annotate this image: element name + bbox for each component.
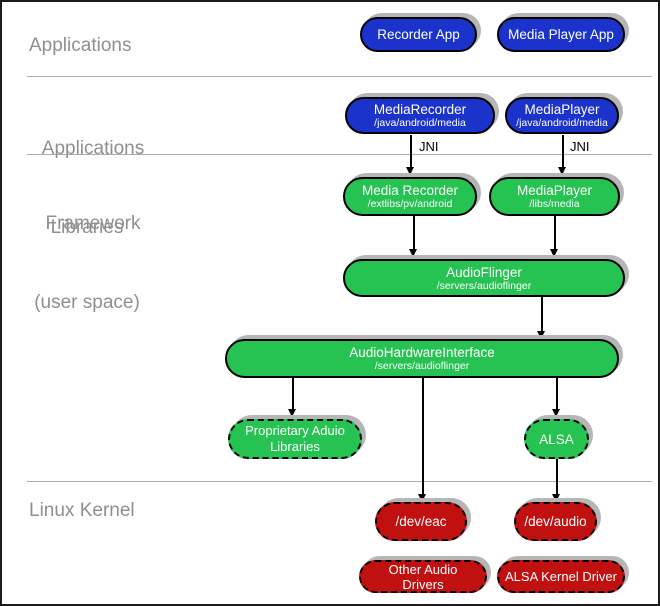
arrow-line-ahi-to-alsa bbox=[556, 378, 558, 410]
section-label-line: Applications bbox=[41, 138, 145, 159]
node-subtitle: /servers/audioflinger bbox=[374, 360, 470, 372]
section-label-line: Framework bbox=[45, 213, 141, 234]
arrowhead-down-icon bbox=[406, 167, 414, 175]
node-alsa: ALSA bbox=[524, 419, 589, 459]
node-media-player-app: Media Player App bbox=[497, 17, 625, 52]
node-subtitle: /java/android/media bbox=[516, 117, 608, 129]
node-title: Proprietary Aduio Libraries bbox=[245, 423, 345, 454]
arrowhead-down-icon bbox=[418, 494, 426, 502]
node-other-audio-drivers: Other Audio Drivers bbox=[359, 560, 487, 593]
node-title: /dev/eac bbox=[395, 514, 447, 529]
arrowhead-down-icon bbox=[552, 494, 560, 502]
section-label-libraries: Libraries (user space) bbox=[27, 165, 147, 365]
node-subtitle: /extlibs/pv/android bbox=[367, 198, 453, 210]
node-dev-eac: /dev/eac bbox=[375, 502, 467, 541]
node-recorder-app: Recorder App bbox=[360, 17, 477, 52]
node-subtitle: /servers/audioflinger bbox=[436, 279, 532, 292]
separator-framework-libraries bbox=[27, 154, 652, 155]
arrowhead-down-icon bbox=[409, 249, 417, 257]
node-title: AudioFlinger bbox=[446, 264, 522, 280]
node-title: ALSA Kernel Driver bbox=[505, 569, 617, 584]
arrowhead-down-icon bbox=[288, 409, 296, 417]
arrow-line-alsa-to-dev-audio bbox=[556, 459, 558, 495]
node-title: Media Recorder bbox=[361, 183, 459, 198]
jni-label-left: JNI bbox=[419, 139, 439, 154]
node-title: Media Player App bbox=[508, 27, 614, 42]
arrow-line-player-to-audioflinger bbox=[554, 216, 556, 250]
node-proprietary-audio-libraries: Proprietary Aduio Libraries bbox=[228, 419, 362, 459]
section-label-line: (user space) bbox=[34, 292, 140, 313]
node-title: Recorder App bbox=[377, 27, 460, 42]
node-audio-hardware-interface: AudioHardwareInterface /servers/audiofli… bbox=[225, 339, 619, 378]
node-alsa-kernel-driver: ALSA Kernel Driver bbox=[497, 560, 625, 593]
node-title: ALSA bbox=[539, 431, 574, 447]
arrow-line-jni-left bbox=[410, 135, 412, 168]
arrowhead-down-icon bbox=[550, 249, 558, 257]
node-title: MediaRecorder bbox=[373, 102, 467, 117]
section-label-linux-kernel: Linux Kernel bbox=[29, 500, 135, 521]
section-label-line: Libraries bbox=[50, 217, 124, 238]
node-mediarecorder-framework: MediaRecorder /java/android/media bbox=[345, 97, 495, 134]
separator-applications-framework bbox=[27, 76, 652, 77]
jni-label-right: JNI bbox=[570, 139, 590, 154]
arrowhead-down-icon bbox=[558, 167, 566, 175]
node-title: /dev/audio bbox=[524, 514, 587, 529]
node-dev-audio: /dev/audio bbox=[514, 502, 597, 541]
section-label-applications: Applications bbox=[29, 35, 132, 56]
node-mediaplayer-lib: MediaPlayer /libs/media bbox=[489, 177, 620, 216]
separator-libraries-kernel bbox=[27, 481, 652, 482]
arrow-line-audioflinger-to-ahi bbox=[541, 297, 543, 332]
node-media-recorder-lib: Media Recorder /extlibs/pv/android bbox=[343, 177, 477, 216]
arrow-line-ahi-to-proprietary bbox=[292, 378, 294, 410]
node-title: MediaPlayer bbox=[516, 183, 593, 198]
arrowhead-down-icon bbox=[537, 331, 545, 339]
node-audioflinger: AudioFlinger /servers/audioflinger bbox=[343, 259, 625, 297]
arrow-line-jni-right bbox=[562, 135, 564, 168]
section-label-applications-framework: Applications Framework bbox=[27, 86, 159, 286]
node-mediaplayer-framework: MediaPlayer /java/android/media bbox=[505, 97, 619, 134]
node-subtitle: /java/android/media bbox=[374, 117, 466, 129]
node-subtitle: /libs/media bbox=[529, 198, 580, 210]
node-title: Other Audio Drivers bbox=[388, 561, 458, 592]
arrow-line-ahi-to-dev-eac bbox=[422, 378, 424, 495]
arrowhead-down-icon bbox=[552, 409, 560, 417]
arrow-line-recorder-to-audioflinger bbox=[413, 216, 415, 250]
node-title: MediaPlayer bbox=[524, 102, 600, 117]
node-title: AudioHardwareInterface bbox=[349, 345, 495, 360]
